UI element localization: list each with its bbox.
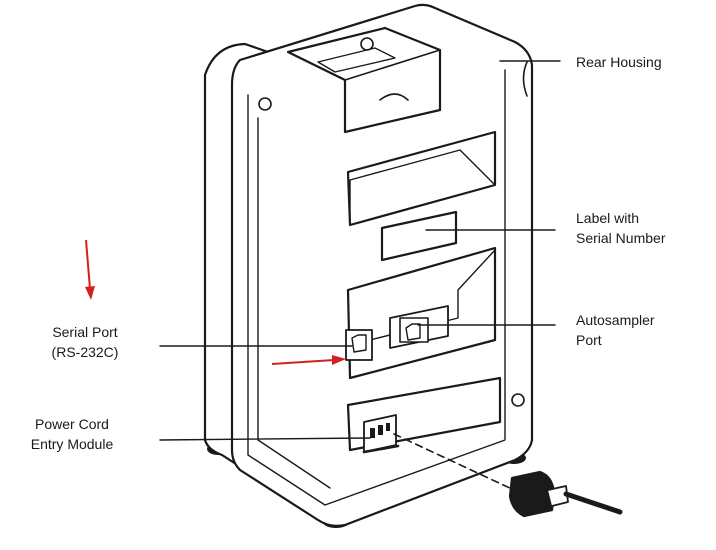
autosampler-port-connector bbox=[389, 305, 449, 349]
power-plug-icon bbox=[508, 470, 623, 518]
label-with-serial-number-label: Label with Serial Number bbox=[576, 210, 666, 246]
autosampler-port-label: Autosampler Port bbox=[576, 312, 655, 348]
power-entry-module bbox=[362, 414, 400, 454]
power-cord-entry-module-label: Power Cord Entry Module bbox=[30, 416, 114, 452]
power-inlet-icon bbox=[370, 423, 390, 438]
right-arrow-icon bbox=[271, 355, 346, 365]
serial-number-label bbox=[380, 210, 458, 262]
rear-housing-label: Rear Housing bbox=[576, 54, 662, 70]
rj-jack-icon bbox=[351, 334, 367, 353]
rj-jack-icon bbox=[405, 323, 421, 341]
serial-port-label: Serial Port (RS-232C) bbox=[51, 324, 119, 360]
serial-port-connector bbox=[345, 329, 373, 361]
leader-lines bbox=[159, 60, 561, 441]
power-cord-dashed-path bbox=[393, 433, 515, 491]
down-arrow-icon bbox=[85, 239, 95, 300]
rear-housing bbox=[203, 3, 534, 527]
red-arrows bbox=[85, 239, 346, 365]
